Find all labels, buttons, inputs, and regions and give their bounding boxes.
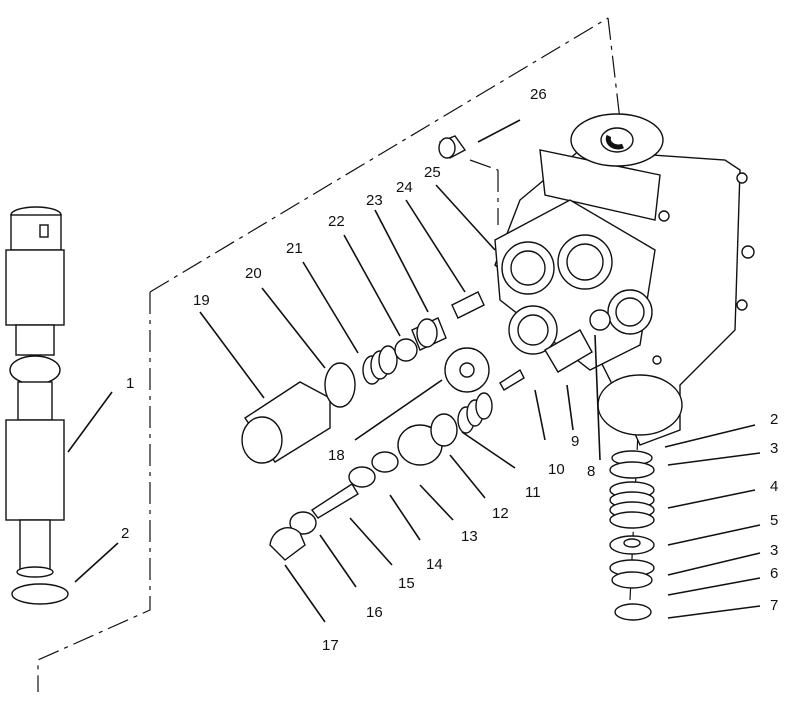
relief-valve-parts [241, 291, 611, 561]
callout-24: 24 [396, 179, 413, 196]
callout-labels: 1 2 2 3 3 4 5 6 7 8 9 10 11 12 13 14 15 … [121, 86, 778, 654]
mounting-hole [658, 210, 670, 222]
top-port [600, 127, 634, 153]
callout-21: 21 [286, 240, 303, 257]
callout-19: 19 [193, 292, 210, 309]
callout-25: 25 [424, 164, 441, 181]
mounting-hole [652, 355, 662, 365]
callout-10: 10 [548, 461, 565, 478]
callout-3-lower: 3 [770, 542, 778, 559]
callout-5: 5 [770, 512, 778, 529]
valve-body [494, 113, 755, 446]
callout-26: 26 [530, 86, 547, 103]
callout-17: 17 [322, 637, 339, 654]
callout-15: 15 [398, 575, 415, 592]
callout-6: 6 [770, 565, 778, 582]
callout-8: 8 [587, 463, 595, 480]
mounting-hole [736, 299, 748, 311]
callout-11: 11 [525, 484, 541, 501]
leader-lines [67, 119, 761, 623]
callout-20: 20 [245, 265, 262, 282]
callout-14: 14 [426, 556, 443, 573]
callout-4: 4 [770, 478, 778, 495]
mounting-hole [741, 245, 755, 259]
callout-13: 13 [461, 528, 478, 545]
callout-3-upper: 3 [770, 440, 778, 457]
callout-23: 23 [366, 192, 383, 209]
callout-1: 1 [126, 375, 134, 392]
mounting-hole [736, 172, 748, 184]
callout-2-right: 2 [770, 411, 778, 428]
callout-18: 18 [328, 447, 345, 464]
callout-9: 9 [571, 433, 579, 450]
spool [5, 206, 65, 578]
o-ring [11, 583, 69, 605]
callout-22: 22 [328, 213, 345, 230]
callout-2-spool: 2 [121, 525, 129, 542]
plug [438, 135, 467, 159]
callout-12: 12 [492, 505, 509, 522]
callout-7: 7 [770, 597, 778, 614]
spool-end-parts [609, 450, 655, 621]
callout-16: 16 [366, 604, 383, 621]
